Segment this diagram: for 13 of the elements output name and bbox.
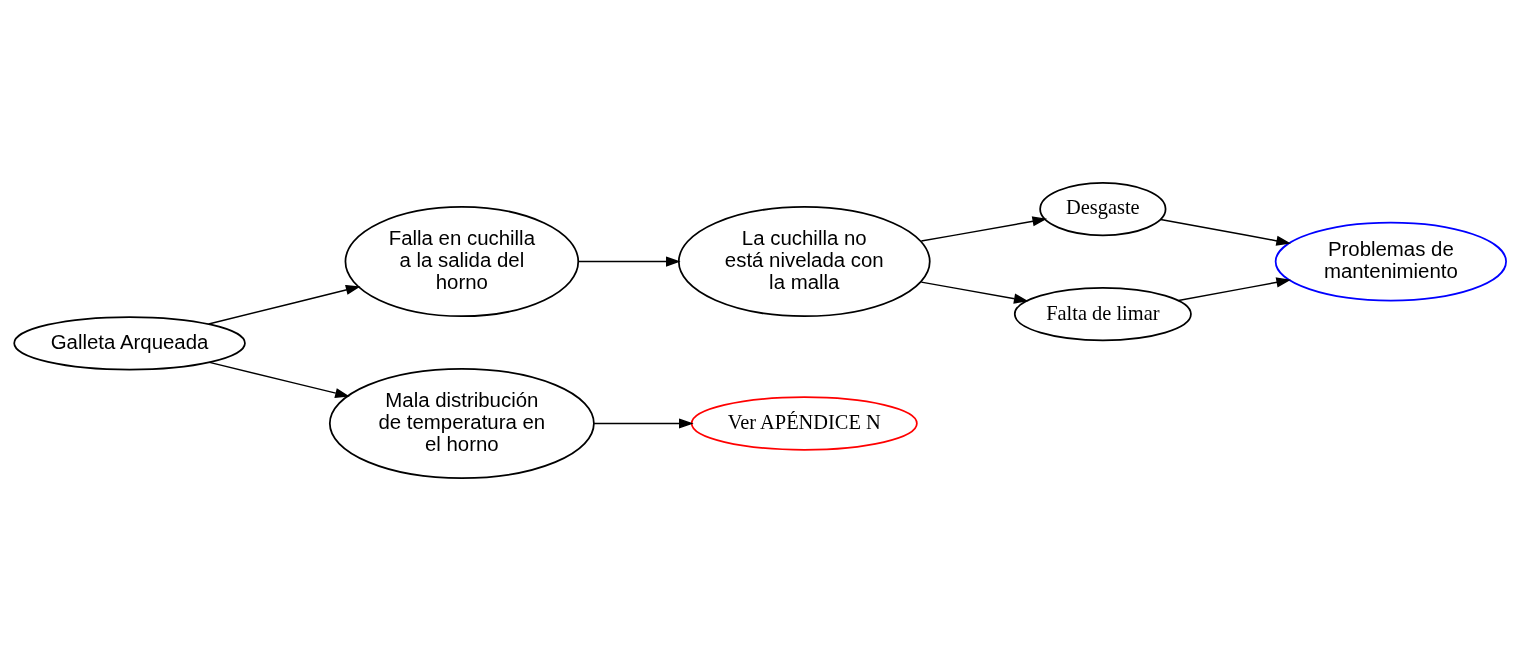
arrow: [578, 256, 681, 267]
arrow: [920, 215, 1048, 242]
arrow: [207, 284, 361, 325]
arrow: [1177, 276, 1291, 301]
arrow: [920, 280, 1029, 304]
arrow: [1159, 218, 1291, 246]
node-ellipse: Mala distribución de temperatura en el horno: [328, 367, 595, 479]
arrow: [593, 417, 694, 429]
node-ellipse: Galleta Arqueada: [13, 315, 246, 370]
arrow: [208, 361, 350, 398]
node-ellipse: Desgaste: [1039, 181, 1167, 236]
node-ellipse: Ver APÉNDICE N: [690, 395, 918, 451]
node-ellipse: La cuchilla no está nivelada con la malla: [677, 205, 931, 317]
